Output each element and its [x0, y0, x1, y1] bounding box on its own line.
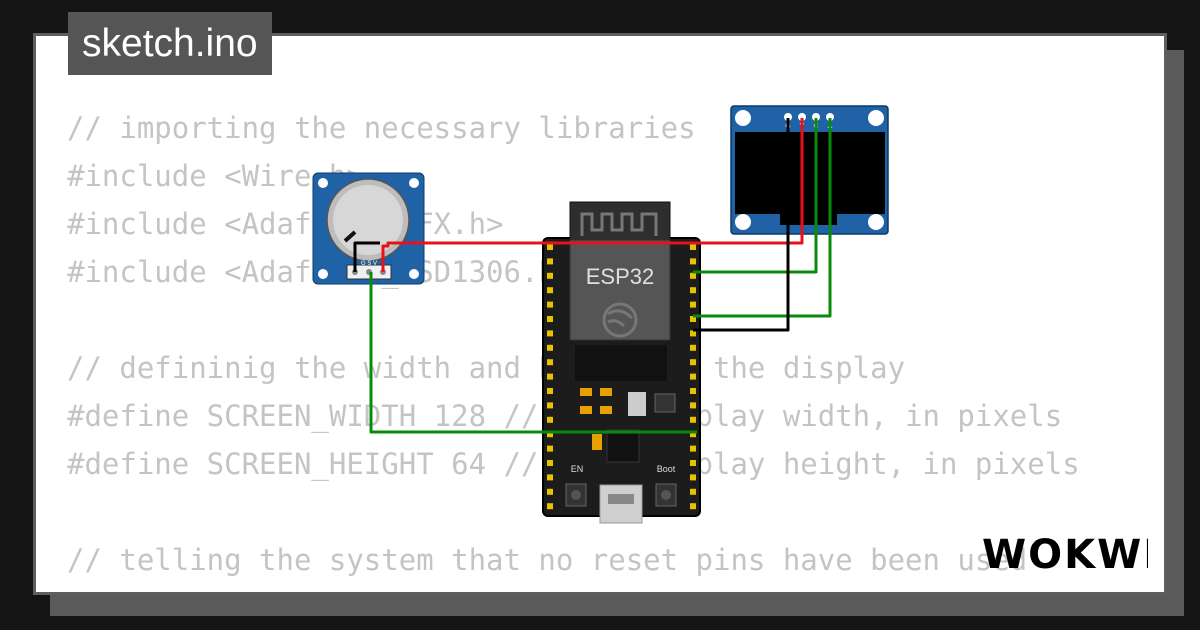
wire-green-scl[interactable] — [693, 118, 818, 274]
header-pin — [547, 244, 553, 250]
header-pin — [690, 316, 696, 322]
wire-black-gnd-oled[interactable] — [693, 118, 790, 332]
header-pin — [547, 416, 553, 423]
header-pin — [690, 330, 696, 337]
header-pin — [690, 359, 696, 366]
oled-display[interactable]: G V C A — [730, 105, 889, 235]
header-pin — [547, 431, 553, 438]
header-pin — [690, 402, 696, 409]
code-line: #define OLED_RESET -1 — [67, 584, 1080, 592]
header-pin — [547, 373, 553, 380]
header-pin — [547, 388, 553, 394]
header-pin — [547, 344, 553, 351]
filename-tab[interactable]: sketch.ino — [68, 12, 272, 75]
boot-label: Boot — [657, 464, 676, 474]
wokwi-logo: WOKWI — [982, 532, 1148, 576]
header-pin — [547, 488, 553, 495]
wire-green-signal[interactable] — [369, 272, 697, 434]
header-pin — [690, 373, 696, 380]
header-pin — [547, 258, 553, 265]
header-pin — [690, 503, 696, 510]
header-pin — [690, 301, 696, 308]
header-pin — [547, 359, 553, 366]
header-pin — [547, 272, 553, 279]
header-pin — [690, 244, 696, 250]
en-button[interactable] — [565, 483, 587, 507]
header-pin — [690, 474, 696, 481]
header-pin — [547, 474, 553, 481]
header-pin — [690, 460, 696, 466]
wire-red-vcc[interactable] — [381, 118, 804, 272]
knob-indicator — [343, 230, 357, 243]
header-pin — [690, 488, 696, 495]
header-pin — [690, 388, 696, 394]
left-pin-header — [547, 244, 553, 510]
code-line: #define SCREEN_WIDTH 128 // OLED display… — [67, 399, 1063, 433]
header-pin — [547, 445, 553, 452]
header-pin — [690, 445, 696, 452]
code-line: #include <Wire.h> — [67, 159, 364, 193]
header-pin — [547, 503, 553, 510]
header-pin — [547, 460, 553, 466]
right-pin-header — [690, 244, 696, 510]
wokwi-logo-text: WOKWI — [982, 532, 1148, 576]
potentiometer[interactable]: G S V — [312, 172, 425, 285]
header-pin — [547, 316, 553, 322]
esp32-board[interactable]: ESP32 EN Boot — [542, 201, 701, 524]
en-label: EN — [571, 464, 584, 474]
wire-green-sda[interactable] — [693, 118, 832, 318]
header-pin — [690, 416, 696, 423]
header-pin — [547, 301, 553, 308]
header-pin — [690, 344, 696, 351]
code-line: // telling the system that no reset pins… — [67, 543, 1028, 577]
header-pin — [690, 287, 696, 294]
pot-pin-labels: G S V — [361, 261, 377, 267]
header-pin — [547, 402, 553, 409]
header-pin — [690, 431, 696, 438]
oled-pins — [784, 113, 834, 121]
usb-port — [599, 484, 643, 524]
code-line: // importing the necessary libraries — [67, 111, 696, 145]
header-pin — [547, 287, 553, 294]
wire-black-gnd-pot[interactable] — [353, 241, 380, 272]
header-pin — [690, 272, 696, 279]
espressif-icon — [602, 302, 638, 338]
boot-button[interactable] — [655, 483, 677, 507]
esp32-label: ESP32 — [586, 264, 655, 289]
header-pin — [547, 330, 553, 337]
header-pin — [690, 258, 696, 265]
